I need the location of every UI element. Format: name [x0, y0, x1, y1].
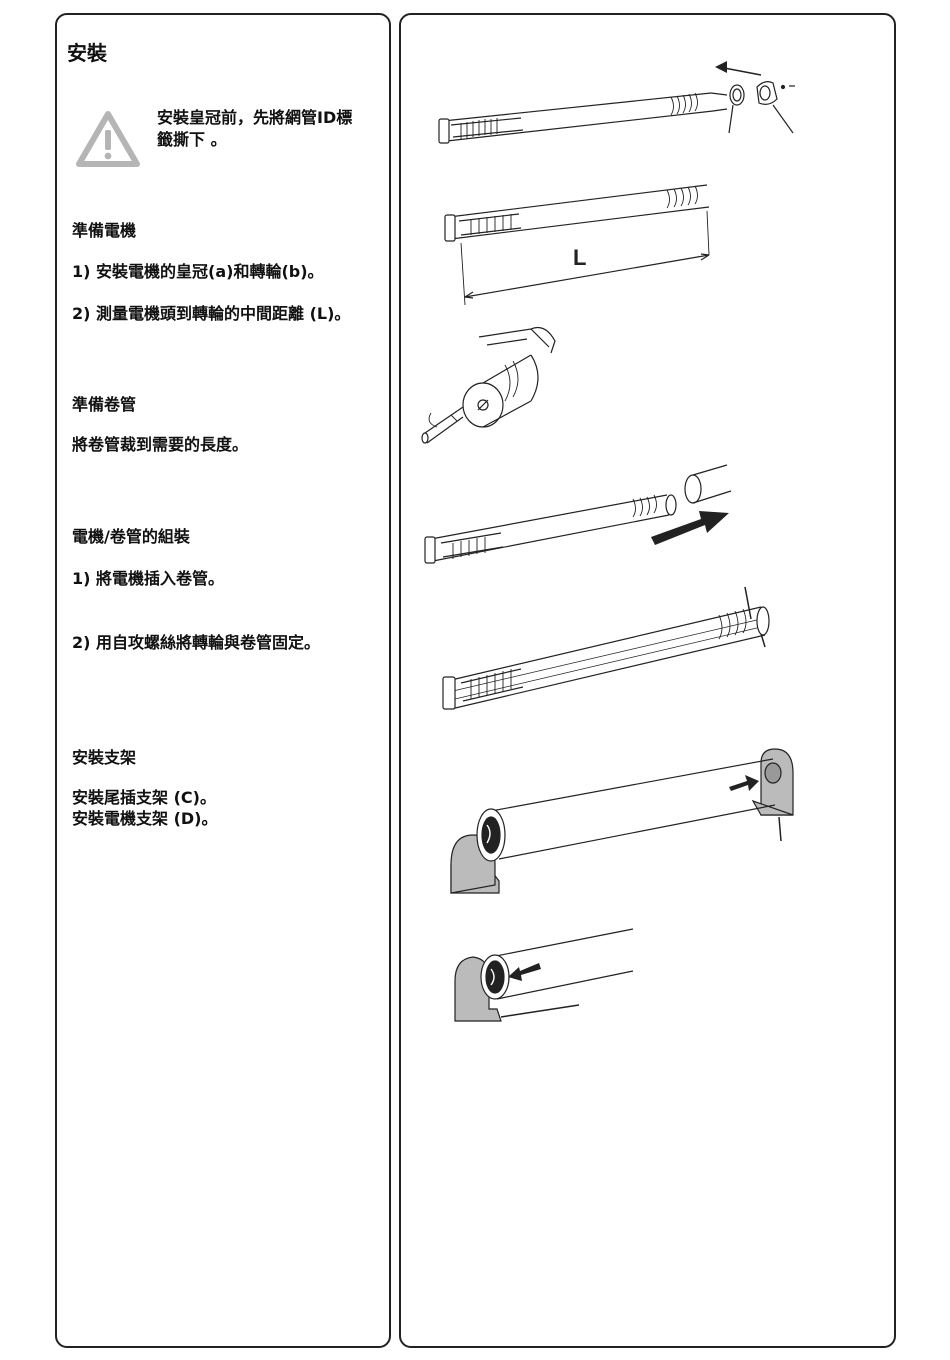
installation-illustrations: L — [401, 15, 894, 1346]
section-heading-motor: 準備電機 — [72, 217, 136, 241]
tube-step-1: 將卷管裁到需要的長度。 — [72, 434, 248, 456]
warning-line-2: 籤撕下 。 — [157, 129, 352, 151]
section-heading-tube: 準備卷管 — [72, 391, 136, 415]
warning-line-1: 安裝皇冠前，先將網管ID標 — [157, 107, 352, 129]
page-title: 安裝 — [67, 37, 107, 66]
motor-step-1: 1) 安裝電機的皇冠(a)和轉輪(b)。 — [72, 261, 324, 283]
brackets-step-2: 安裝電機支架 (D)。 — [72, 808, 217, 830]
brackets-step-1: 安裝尾插支架 (C)。 — [72, 787, 216, 809]
fix-wheel-illustration — [443, 587, 769, 709]
warning-text: 安裝皇冠前，先將網管ID標 籤撕下 。 — [157, 107, 352, 151]
cut-tube-illustration — [422, 328, 555, 444]
section-heading-brackets: 安裝支架 — [72, 744, 136, 768]
warning-triangle-icon — [75, 110, 141, 168]
assembly-step-2: 2) 用自攻螺絲將轉輪與卷管固定。 — [72, 632, 320, 654]
motor-crown-wheel-illustration — [439, 61, 795, 143]
section-heading-assembly: 電機/卷管的組裝 — [72, 523, 190, 547]
insert-motor-illustration — [425, 465, 731, 563]
illustrations-panel: L — [399, 13, 896, 1348]
end-bracket-illustration — [451, 749, 793, 893]
measure-distance-illustration: L — [445, 185, 709, 305]
motor-step-2: 2) 測量電機頭到轉輪的中間距離 (L)。 — [72, 303, 350, 325]
instructions-panel: 安裝 安裝皇冠前，先將網管ID標 籤撕下 。 準備電機 1) 安裝電機的皇冠(a… — [55, 13, 391, 1348]
measure-label: L — [573, 245, 586, 270]
assembly-step-1: 1) 將電機插入卷管。 — [72, 568, 224, 590]
motor-bracket-illustration — [455, 929, 633, 1021]
